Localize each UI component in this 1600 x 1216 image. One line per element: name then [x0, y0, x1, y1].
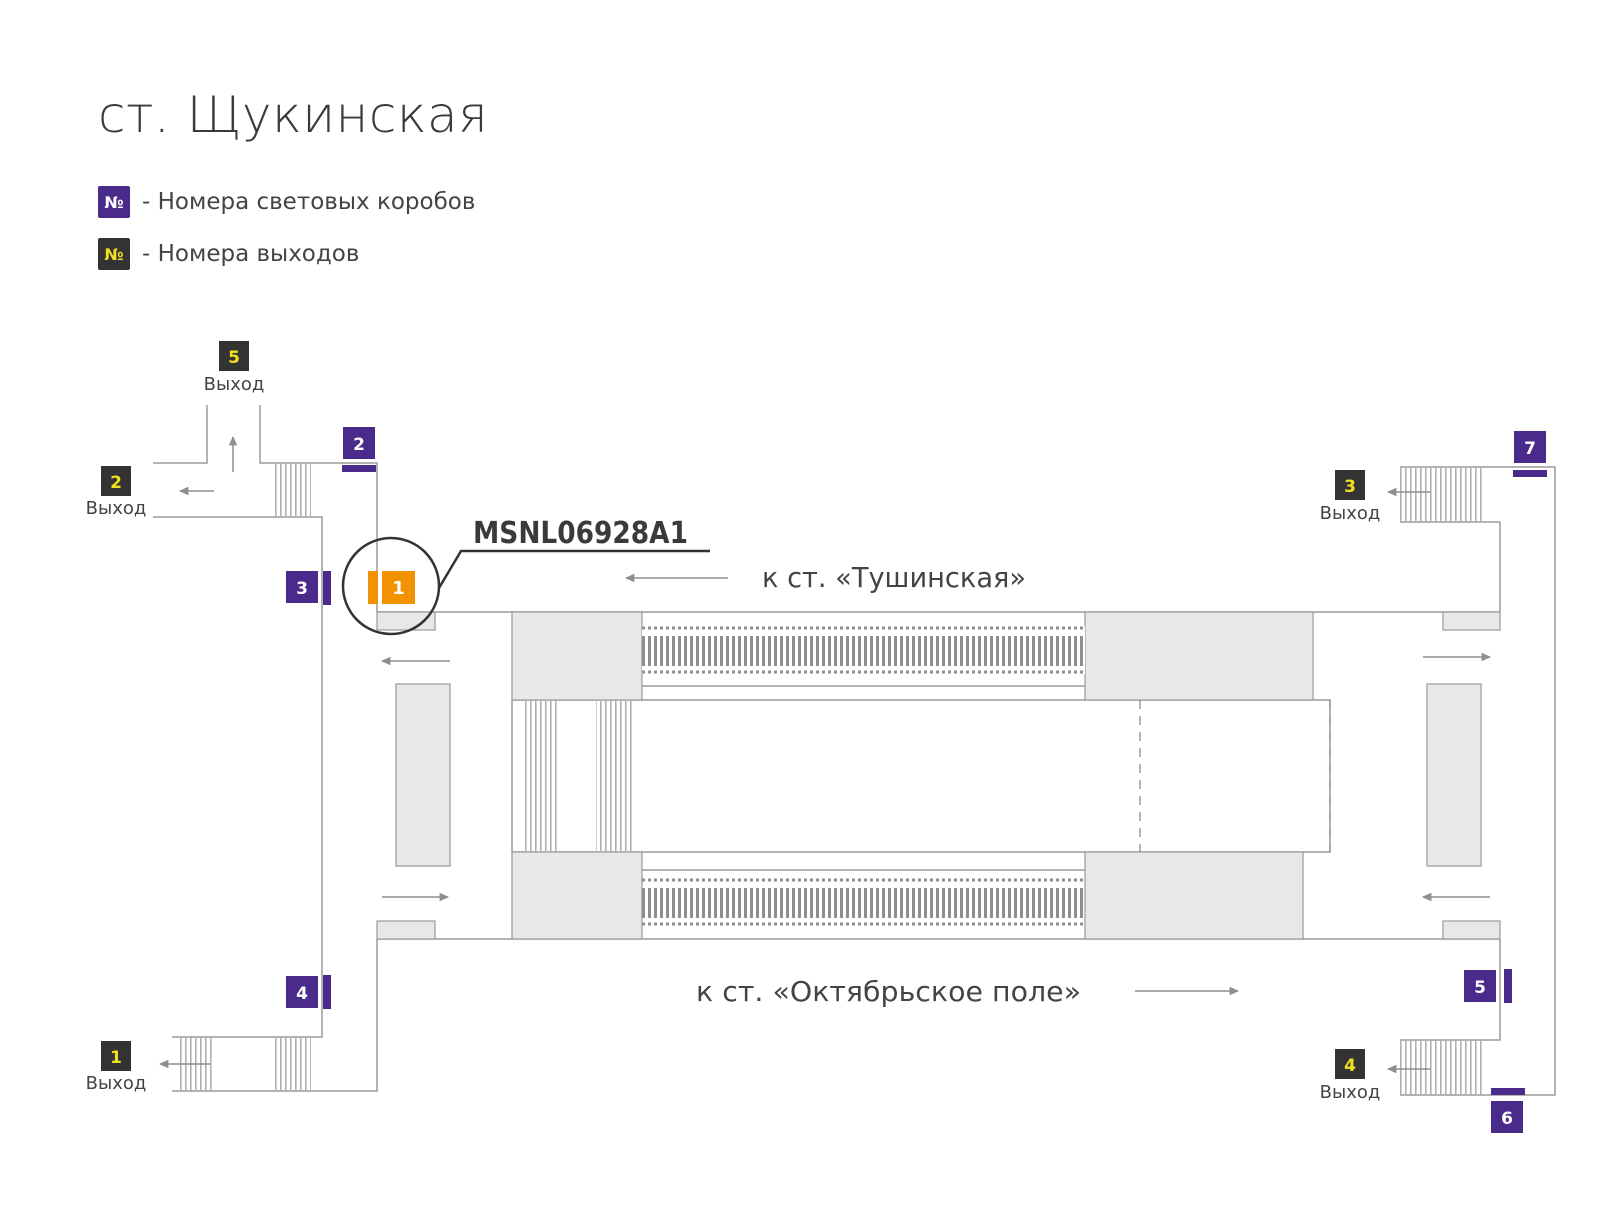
- block-tl-small: [376, 611, 436, 631]
- svg-text:2: 2: [110, 473, 122, 493]
- legend-exit: № - Номера выходов: [98, 238, 359, 270]
- lightbox-marker-4: [323, 975, 331, 1009]
- lightbox-5: 5: [1464, 970, 1496, 1002]
- highlight-leader: [437, 549, 710, 589]
- stairs: [177, 463, 1484, 1095]
- block-bottom-right: [1084, 851, 1304, 940]
- svg-text:2: 2: [353, 435, 365, 455]
- lightbox-3: 3: [286, 571, 318, 603]
- exit-4: 4 Выход: [1320, 1049, 1381, 1103]
- stairs-mid-b: [596, 700, 632, 852]
- exit-2-label: Выход: [86, 498, 147, 519]
- wall-exit5-right: [259, 405, 378, 612]
- wall-exit2-corridor: [153, 516, 323, 1038]
- stairs-exit1-b: [275, 1037, 311, 1091]
- exit-2: 2 Выход: [86, 466, 147, 519]
- lightbox-markers: [323, 465, 1547, 1095]
- svg-text:6: 6: [1501, 1109, 1513, 1129]
- block-top-right: [1084, 611, 1314, 701]
- lightbox-marker-6: [1491, 1088, 1525, 1095]
- block-br-small: [1442, 920, 1501, 940]
- stairs-exit3: [1400, 467, 1484, 522]
- highlight-badge: [382, 571, 415, 604]
- legend-lightbox-swatch: №: [98, 186, 130, 218]
- exit-4-label: Выход: [1320, 1082, 1381, 1103]
- highlight-group: 1 MSNL06928A1: [341, 516, 710, 636]
- legend-exit-swatch: №: [98, 238, 130, 270]
- stairs-exit5: [275, 463, 311, 517]
- stairs-exit4: [1400, 1040, 1484, 1095]
- svg-text:5: 5: [228, 348, 240, 368]
- highlight-bar: [368, 571, 378, 604]
- block-bottom-left: [511, 851, 643, 940]
- blocks: [376, 611, 1501, 940]
- exit-3-label: Выход: [1320, 503, 1381, 524]
- legend-lightbox: № - Номера световых коробов: [98, 186, 475, 218]
- lightbox-marker-5: [1504, 969, 1512, 1003]
- svg-text:4: 4: [1344, 1056, 1356, 1076]
- block-left-pillar: [395, 683, 451, 867]
- stairs-mid-a: [522, 700, 558, 852]
- legend-lightbox-text: - Номера световых коробов: [142, 189, 476, 215]
- lightbox-2: 2: [343, 427, 375, 459]
- block-top-left: [511, 611, 643, 701]
- exit-5-label: Выход: [204, 374, 265, 395]
- exit-5: 5 Выход: [204, 341, 265, 395]
- svg-text:3: 3: [1344, 477, 1356, 497]
- highlight-code: MSNL06928A1: [473, 516, 688, 551]
- block-right-pillar: [1426, 683, 1482, 867]
- lightbox-marker-7: [1513, 470, 1547, 477]
- direction-bottom: к ст. «Октябрьское поле»: [696, 975, 1081, 1008]
- svg-text:7: 7: [1524, 439, 1536, 459]
- svg-text:4: 4: [296, 984, 308, 1004]
- legend-exit-text: - Номера выходов: [142, 241, 360, 267]
- track-bottom: [642, 888, 1085, 918]
- svg-text:3: 3: [296, 579, 308, 599]
- mid-area: [511, 699, 1331, 853]
- lightbox-6: 6: [1491, 1101, 1523, 1133]
- highlight-number: 1: [392, 578, 405, 599]
- wall-exit1-corridor: [172, 939, 378, 1092]
- svg-text:5: 5: [1474, 978, 1486, 998]
- exit-3: 3 Выход: [1320, 470, 1381, 524]
- wall-exit5-left: [153, 405, 208, 464]
- exit-1: 1 Выход: [86, 1041, 147, 1094]
- exit-1-label: Выход: [86, 1073, 147, 1094]
- wall-exit3-inner: [1400, 521, 1501, 612]
- track-top: [642, 636, 1085, 666]
- arrows: [158, 435, 1492, 1074]
- lightbox-marker-3: [323, 571, 331, 605]
- station-title: ст. Щукинская: [98, 86, 489, 144]
- lightbox-4: 4: [286, 976, 318, 1008]
- lightbox-7: 7: [1514, 431, 1546, 463]
- tracks: [642, 626, 1085, 926]
- block-tr-small: [1442, 611, 1501, 631]
- block-bl-small: [376, 920, 436, 940]
- direction-top: к ст. «Тушинская»: [762, 561, 1026, 594]
- svg-text:1: 1: [110, 1048, 122, 1068]
- lightbox-marker-2: [342, 465, 376, 472]
